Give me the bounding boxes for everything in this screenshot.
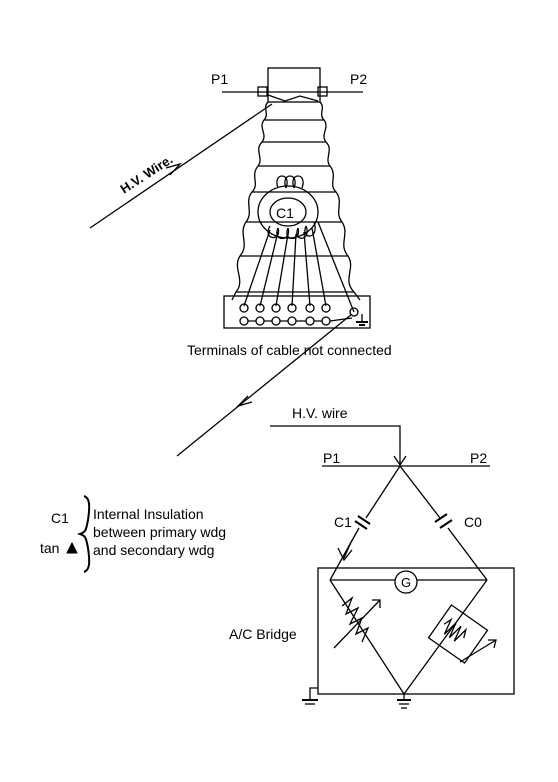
delta-triangle-icon — [66, 541, 78, 554]
label-ac-bridge: A/C Bridge — [229, 626, 297, 642]
p1-terminal-box — [257, 86, 268, 97]
bridge-box — [317, 567, 515, 695]
terminal-to-bridge-line — [176, 313, 353, 457]
arrowhead-icon — [393, 455, 407, 467]
ground-icon — [356, 314, 368, 326]
arrowhead-icon — [337, 539, 353, 562]
variable-impedance — [427, 604, 489, 664]
capacitor-c1 — [357, 515, 371, 525]
ring-core-outer — [257, 185, 319, 239]
legend: C1 tan Internal Insulation between prima… — [40, 495, 226, 573]
label-p2-top: P2 — [350, 71, 367, 87]
body-right-outline — [319, 101, 361, 301]
legend-line-1: Internal Insulation — [93, 506, 204, 522]
legend-tan: tan — [40, 540, 59, 556]
terminal-box — [223, 295, 371, 329]
terminals-caption: Terminals of cable not connected — [187, 342, 392, 358]
connection-lead — [176, 313, 353, 457]
current-transformer — [222, 67, 371, 329]
label-p2-bridge: P2 — [470, 450, 487, 466]
primary-link — [267, 94, 319, 102]
hv-wire-line — [89, 103, 273, 229]
hv-wire-top — [89, 103, 273, 229]
legend-line-2: between primary wdg — [93, 524, 226, 540]
hv-wire-bridge-line — [270, 425, 401, 464]
label-c1-core: C1 — [276, 205, 294, 221]
p2-terminal-box — [317, 86, 328, 97]
legend-c1: C1 — [51, 510, 69, 526]
bridge-circuit — [270, 425, 515, 709]
brace-icon — [76, 495, 91, 573]
ct-head-box — [267, 67, 321, 103]
label-galvanometer: G — [401, 575, 411, 590]
label-c1-bridge: C1 — [334, 514, 352, 530]
arrowhead-icon — [235, 395, 253, 408]
ring-core-inner — [269, 197, 307, 227]
arrowhead-icon — [165, 162, 183, 176]
galvanometer — [394, 570, 418, 594]
label-c0-bridge: C0 — [464, 514, 482, 530]
label-p1-bridge: P1 — [323, 450, 340, 466]
legend-line-3: and secondary wdg — [93, 542, 214, 558]
variable-resistor — [341, 596, 370, 643]
label-p1-top: P1 — [211, 71, 228, 87]
capacitor-c0 — [434, 513, 448, 523]
label-hv-wire-bridge: H.V. wire — [292, 405, 348, 421]
body-left-outline — [231, 101, 269, 301]
